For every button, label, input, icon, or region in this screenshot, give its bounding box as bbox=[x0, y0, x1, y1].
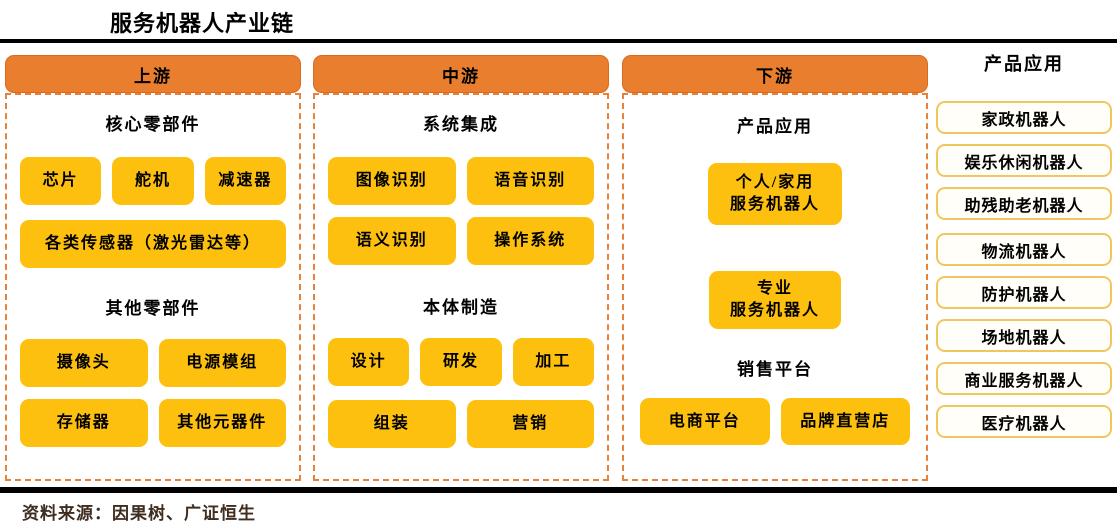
column-upstream-body: 核心零部件 芯片 舵机 减速器 各类传感器（激光雷达等） 其他零部件 摄像头 电… bbox=[5, 93, 301, 481]
app-item-medical-robot: 医疗机器人 bbox=[936, 405, 1112, 438]
chip-ecommerce-platform: 电商平台 bbox=[640, 398, 770, 445]
section-title-sales-platform: 销售平台 bbox=[737, 360, 813, 379]
chip-research-development: 研发 bbox=[420, 338, 502, 386]
chip-operating-system: 操作系统 bbox=[466, 217, 594, 265]
chip-row: 语义识别 操作系统 bbox=[328, 217, 594, 265]
page-title: 服务机器人产业链 bbox=[110, 11, 295, 36]
chip-speech-recognition: 语音识别 bbox=[466, 157, 594, 205]
chip-camera: 摄像头 bbox=[20, 339, 148, 387]
app-item-field-robot: 场地机器人 bbox=[936, 319, 1112, 352]
column-downstream-body: 产品应用 个人/家用 服务机器人 专业 服务机器人 销售平台 电商平台 品牌直营… bbox=[622, 93, 928, 481]
chip-row: 各类传感器（激光雷达等） bbox=[20, 220, 286, 268]
chip-servo: 舵机 bbox=[112, 157, 194, 205]
chip-assembly: 组装 bbox=[328, 400, 456, 448]
section-title-other-components: 其他零部件 bbox=[105, 299, 201, 318]
chip-row: 摄像头 电源模组 bbox=[20, 339, 286, 387]
chip-row: 设计 研发 加工 bbox=[328, 338, 594, 386]
chip-marketing: 营销 bbox=[466, 400, 594, 448]
applications-group-professional: 物流机器人 防护机器人 场地机器人 商业服务机器人 医疗机器人 bbox=[936, 233, 1112, 438]
chip-semantic-recognition: 语义识别 bbox=[328, 217, 456, 265]
column-midstream-header: 中游 bbox=[313, 55, 609, 93]
chip-sensors: 各类传感器（激光雷达等） bbox=[20, 220, 286, 268]
app-item-protection-robot: 防护机器人 bbox=[936, 276, 1112, 309]
column-midstream: 中游 系统集成 图像识别 语音识别 语义识别 操作系统 本体制造 设计 研发 加… bbox=[313, 55, 609, 481]
top-divider bbox=[0, 39, 1117, 43]
source-note: 资料来源：因果树、广证恒生 bbox=[22, 504, 256, 523]
app-item-entertainment-robot: 娱乐休闲机器人 bbox=[936, 144, 1112, 177]
column-midstream-body: 系统集成 图像识别 语音识别 语义识别 操作系统 本体制造 设计 研发 加工 组… bbox=[313, 93, 609, 481]
chip-reducer: 减速器 bbox=[204, 157, 286, 205]
section-title-system-integration: 系统集成 bbox=[423, 115, 499, 134]
chip-chip: 芯片 bbox=[20, 157, 102, 205]
column-downstream-header: 下游 bbox=[622, 55, 928, 93]
applications-header: 产品应用 bbox=[984, 54, 1064, 74]
column-applications: 产品应用 家政机器人 娱乐休闲机器人 助残助老机器人 物流机器人 防护机器人 场… bbox=[936, 50, 1112, 448]
section-title-product-application: 产品应用 bbox=[737, 117, 813, 136]
chip-processing: 加工 bbox=[512, 338, 594, 386]
column-upstream-header: 上游 bbox=[5, 55, 301, 93]
column-downstream: 下游 产品应用 个人/家用 服务机器人 专业 服务机器人 销售平台 电商平台 品… bbox=[622, 55, 928, 481]
app-item-logistics-robot: 物流机器人 bbox=[936, 233, 1112, 266]
chip-other-parts: 其他元器件 bbox=[158, 399, 286, 447]
chip-row: 组装 营销 bbox=[328, 400, 594, 448]
section-title-core-components: 核心零部件 bbox=[105, 115, 201, 134]
chip-memory: 存储器 bbox=[20, 399, 148, 447]
app-item-housekeeping-robot: 家政机器人 bbox=[936, 101, 1112, 134]
chip-personal-household-robot: 个人/家用 服务机器人 bbox=[708, 163, 842, 225]
bottom-divider bbox=[0, 487, 1117, 493]
section-title-body-manufacturing: 本体制造 bbox=[423, 298, 499, 317]
chip-row: 电商平台 品牌直营店 bbox=[640, 398, 910, 445]
chip-row: 存储器 其他元器件 bbox=[20, 399, 286, 447]
chip-image-recognition: 图像识别 bbox=[328, 157, 456, 205]
app-item-commercial-service-robot: 商业服务机器人 bbox=[936, 362, 1112, 395]
chip-row: 芯片 舵机 减速器 bbox=[20, 157, 286, 205]
chip-power-module: 电源模组 bbox=[158, 339, 286, 387]
applications-group-personal: 家政机器人 娱乐休闲机器人 助残助老机器人 bbox=[936, 101, 1112, 220]
chip-row: 图像识别 语音识别 bbox=[328, 157, 594, 205]
column-upstream: 上游 核心零部件 芯片 舵机 减速器 各类传感器（激光雷达等） 其他零部件 摄像… bbox=[5, 55, 301, 481]
app-item-elderly-assist-robot: 助残助老机器人 bbox=[936, 187, 1112, 220]
chip-professional-robot: 专业 服务机器人 bbox=[709, 271, 841, 329]
chip-design: 设计 bbox=[328, 338, 410, 386]
chip-brand-store: 品牌直营店 bbox=[780, 398, 910, 445]
